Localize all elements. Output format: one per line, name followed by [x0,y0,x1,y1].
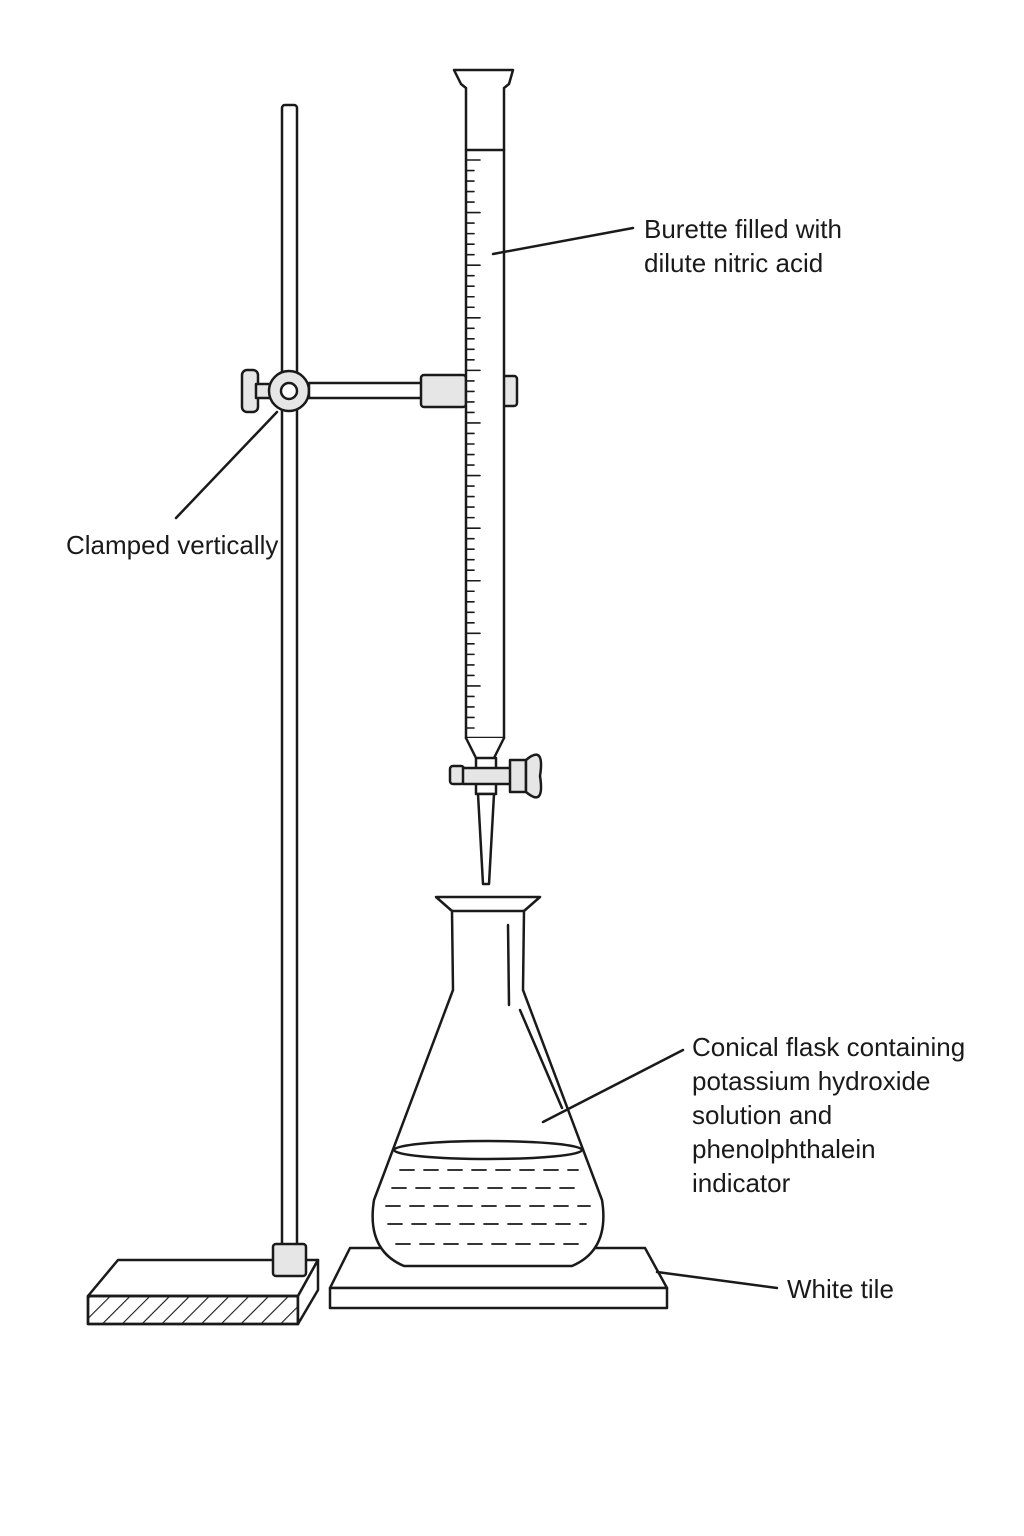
liquid-dashes [385,1169,591,1245]
leader-flask [541,1048,685,1124]
stand-rod [280,103,299,1277]
leader-tile [655,1270,779,1290]
leader-burette [491,226,635,256]
clamp-jaw-left [419,373,468,409]
stopcock [448,753,543,886]
conical-flask [371,895,605,1268]
flask-label: Conical flask containing potassium hydro… [692,1030,965,1200]
tile-label: White tile [787,1272,894,1306]
burette-label-line-2: dilute nitric acid [644,248,824,278]
rod-collar [271,1242,308,1278]
flask-label-line-5: indicator [692,1168,791,1198]
clamp-label-line-1: Clamped vertically [66,530,279,560]
flask-label-line-2: potassium hydroxide [692,1066,931,1096]
burette [452,68,515,762]
tile-label-line-1: White tile [787,1274,894,1304]
clamp-label: Clamped vertically [66,528,278,562]
leader-clamp [174,410,279,520]
flask-label-line-1: Conical flask containing [692,1032,966,1062]
flask-label-line-3: solution and [692,1100,833,1130]
liquid-surface [392,1139,584,1161]
stand-base [86,1258,320,1326]
flask-label-line-4: phenolphthalein [692,1134,876,1164]
boss-head [240,368,424,414]
burette-label: Burette filled with dilute nitric acid [644,212,842,280]
burette-scale [465,159,481,729]
burette-label-line-1: Burette filled with [644,214,842,244]
